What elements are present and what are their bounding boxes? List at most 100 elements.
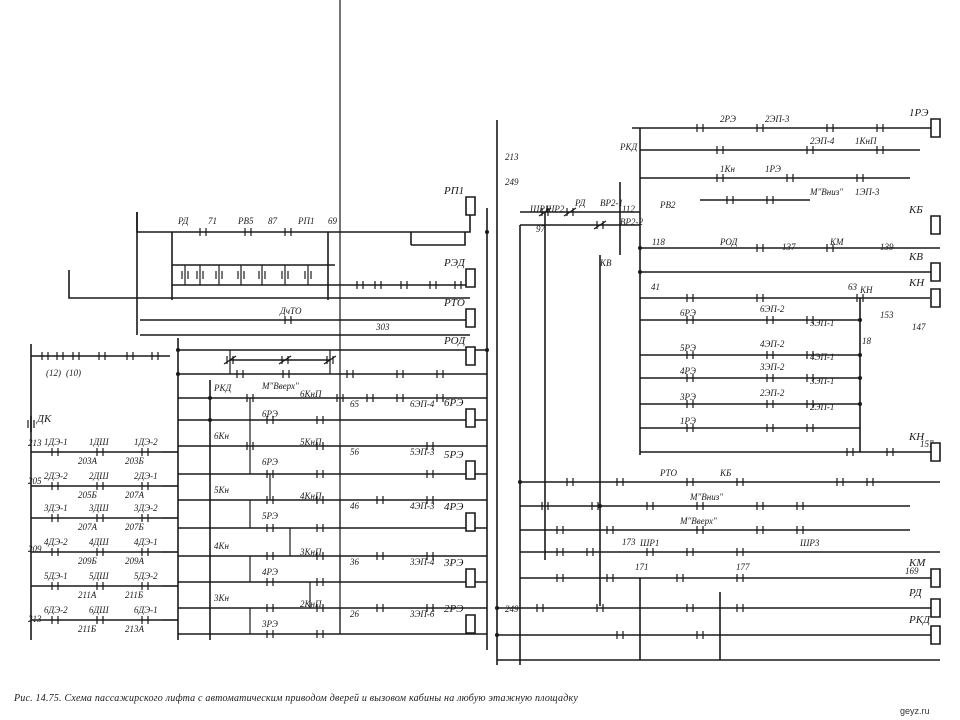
rcoil-2: [931, 263, 940, 281]
call-wire-number: 209Б: [78, 556, 98, 566]
right-ladder-label: 3РЭ: [679, 392, 696, 402]
top-contact-label: 69: [328, 216, 338, 226]
right-wire-number: 173: [622, 537, 636, 547]
right-wire-number: 97: [536, 224, 546, 234]
ladder-contact-label: РКД: [213, 383, 232, 393]
rcoil-1-label: КБ: [908, 204, 923, 216]
right-wire-number: 112: [622, 204, 635, 214]
call-wire-number: 211А: [78, 590, 97, 600]
call-button-label: 6ДЭ-1: [134, 605, 158, 615]
right-ladder-label: 4ЭП-1: [810, 352, 834, 362]
right-wire-number: 137: [782, 242, 796, 252]
right-ladder-label: 3ЭП-2: [759, 362, 785, 372]
coil-4: [466, 409, 475, 427]
coil-3: [466, 347, 475, 365]
coil-4-label: 6РЭ: [444, 397, 463, 409]
junction-dot: [208, 418, 212, 422]
junction-dot: [638, 246, 642, 250]
junction-dot: [858, 376, 862, 380]
call-button-label: 2ДШ: [89, 471, 109, 481]
junction-dot: [495, 606, 499, 610]
junction-dot: [208, 396, 212, 400]
rcoil-4: [931, 443, 940, 461]
ladder-right-label: 6ЭП-4: [410, 399, 435, 409]
right-contact-label: М"Вверх": [679, 516, 717, 526]
coil-6: [466, 513, 475, 531]
junction-dot: [858, 402, 862, 406]
call-wire-number: 209А: [125, 556, 145, 566]
right-wire-number: 147: [912, 322, 926, 332]
right-ladder-label: 1РЭ: [680, 416, 696, 426]
rcoil-1: [931, 216, 940, 234]
coil-2-label: РТО: [443, 297, 465, 309]
ladder-contact-label: 2Кн: [214, 0, 229, 2]
rtd-label: ДчТО: [279, 306, 302, 316]
coil-3-label: РОД: [443, 335, 466, 347]
top-contact-label: РП1: [297, 216, 315, 226]
ladder-right-label: 5ЭП-3: [410, 447, 435, 457]
wire-number: 209: [28, 544, 42, 554]
ladder-wire-number: 65: [350, 399, 360, 409]
coil-0-label: РП1: [443, 185, 464, 197]
right-ladder-label: 4ЭП-2: [760, 339, 785, 349]
ladder-rp-label: 6РЭ: [262, 457, 278, 467]
right-ladder-label: 5ЭП-1: [810, 318, 834, 328]
call-button-label: 2ДЭ-2: [44, 471, 68, 481]
ladder-contact-label: 4Кн: [214, 541, 229, 551]
wire-num-10: (10): [66, 368, 81, 378]
num-18: 18: [862, 336, 872, 346]
top-contact-label: РВ5: [237, 216, 254, 226]
right-wire-number: 213: [505, 152, 519, 162]
rcoil-5-label: КМ: [908, 557, 926, 569]
call-wire-number: 203А: [78, 456, 98, 466]
right-contact-label: РОД: [719, 237, 739, 247]
right-contact-label: РВ2: [659, 200, 676, 210]
call-wire-number: 207А: [78, 522, 98, 532]
ladder-kn-label: 5КнП: [300, 437, 322, 447]
right-ladder-label: 5РЭ: [680, 343, 696, 353]
right-ladder-label: 6РЭ: [680, 308, 696, 318]
wire-number: 213: [28, 614, 42, 624]
junction-dot: [858, 318, 862, 322]
right-ladder-label: 2ЭП-2: [760, 388, 785, 398]
ladder-contact-label: 5Кн: [214, 485, 229, 495]
call-wire-number: 211Б: [125, 590, 144, 600]
figure-caption: Рис. 14.75. Схема пассажирского лифта с …: [14, 693, 579, 704]
top-contact-label: 71: [208, 216, 217, 226]
right-wire-number: 139: [880, 242, 894, 252]
rcoil-3: [931, 289, 940, 307]
ladder-wire-number: 46: [350, 501, 360, 511]
right-contact-label: ШР1: [529, 204, 549, 214]
coil-1-label: РЭД: [443, 257, 466, 269]
wire-303: 303: [375, 322, 390, 332]
junction-dot: [485, 230, 489, 234]
wire-number: 205: [28, 476, 42, 486]
rcoil-5: [931, 569, 940, 587]
junction-dot: [176, 372, 180, 376]
ladder-kn-label: 3КнП: [299, 547, 322, 557]
call-button-label: 3ДШ: [88, 503, 109, 513]
right-contact-label: М"Вниз": [689, 492, 723, 502]
rcoil-2-label: КВ: [908, 251, 923, 263]
call-button-label: 4ДЭ-2: [44, 537, 68, 547]
top-contact-label: РД: [177, 216, 190, 226]
right-contact-label: ВР2-1: [600, 198, 623, 208]
wire-num-12: (12): [46, 368, 61, 378]
rcoil-7: [931, 626, 940, 644]
ladder-rp-label: 3РЭ: [261, 619, 278, 629]
right-contact-label: ШР2: [544, 204, 565, 214]
call-wire-number: 203Б: [125, 456, 145, 466]
right-wire-number: 41: [651, 282, 660, 292]
call-button-label: 6ДШ: [89, 605, 109, 615]
ladder-kn-label: 6КнП: [300, 389, 322, 399]
right-contact-label: РКД: [619, 142, 638, 152]
wire-number: 213: [28, 438, 42, 448]
junction-dot: [858, 353, 862, 357]
right-contact-label: КН: [859, 285, 873, 295]
right-wire-number: 177: [736, 562, 750, 572]
call-button-label: 5ДЭ-1: [44, 571, 68, 581]
right-top-label: 1РЭ: [765, 164, 781, 174]
watermark: geyz.ru: [900, 706, 930, 716]
right-top-label: 1Кн: [720, 164, 735, 174]
